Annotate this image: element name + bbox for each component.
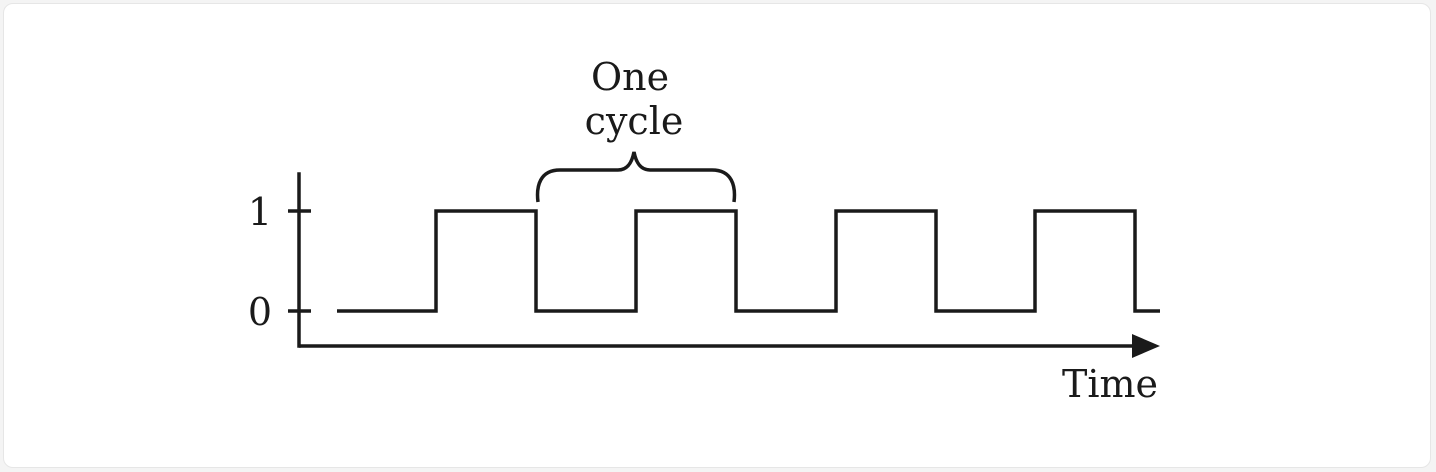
x-axis-arrowhead <box>1132 334 1160 358</box>
y-tick-label-high: 1 <box>248 190 272 234</box>
cycle-label-line2: cycle <box>585 99 684 143</box>
square-wave-signal <box>337 209 1160 313</box>
y-tick-label-low: 0 <box>248 290 272 334</box>
diagram-card <box>3 3 1431 468</box>
x-axis-label: Time <box>1062 362 1158 406</box>
cycle-brace <box>535 151 737 203</box>
cycle-label-line1: One <box>591 55 669 99</box>
